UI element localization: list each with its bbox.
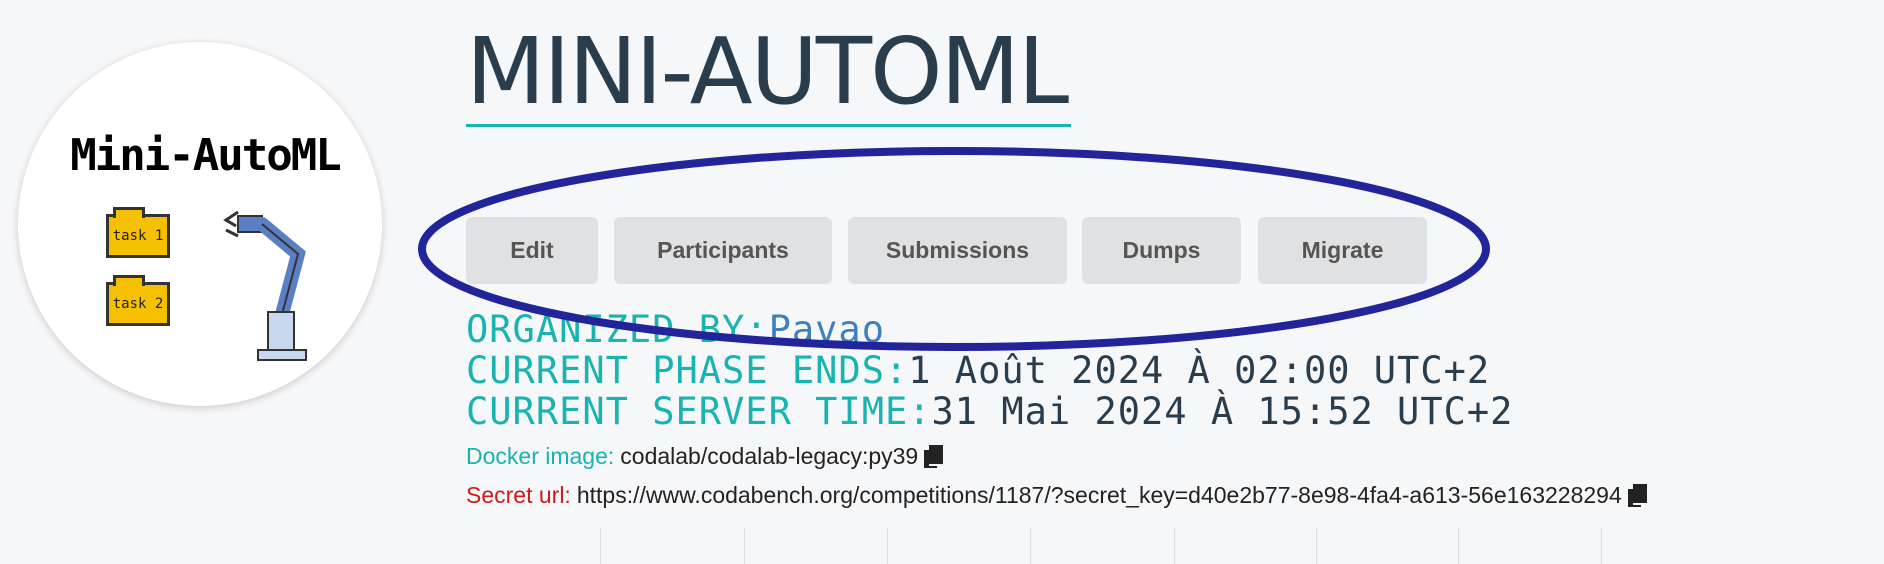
secret-url-label: Secret url: [466, 482, 571, 508]
competition-logo: Mini-AutoML task 1 task 2 [18, 42, 382, 406]
divider [1030, 528, 1031, 564]
organizer-link[interactable]: Pavao [768, 308, 885, 351]
docker-image-label: Docker image: [466, 443, 615, 469]
divider [1601, 528, 1602, 564]
server-time-value: 31 Mai 2024 À 15:52 UTC+2 [931, 390, 1514, 433]
docker-image-row: Docker image: codalab/codalab-legacy:py3… [466, 443, 946, 470]
docker-image-value: codalab/codalab-legacy:py39 [620, 443, 919, 469]
migrate-button[interactable]: Migrate [1258, 217, 1427, 284]
phase-end-label: CURRENT PHASE ENDS: [466, 349, 909, 392]
copy-icon[interactable] [924, 444, 946, 469]
organized-by-row: ORGANIZED BY:Pavao [466, 308, 885, 351]
folder-icon: task 1 [106, 207, 170, 258]
secret-url-value: https://www.codabench.org/competitions/1… [576, 482, 1622, 508]
server-time-row: CURRENT SERVER TIME:31 Mai 2024 À 15:52 … [466, 390, 1513, 433]
robot-arm-icon [223, 210, 307, 361]
phase-end-value: 1 Août 2024 À 02:00 UTC+2 [908, 349, 1491, 392]
divider [1174, 528, 1175, 564]
organized-by-label: ORGANIZED BY: [466, 308, 769, 351]
edit-button[interactable]: Edit [466, 217, 598, 284]
divider [744, 528, 745, 564]
participants-button[interactable]: Participants [614, 217, 832, 284]
phase-end-row: CURRENT PHASE ENDS:1 Août 2024 À 02:00 U… [466, 349, 1490, 392]
logo-text: Mini-AutoML [70, 130, 341, 181]
folder-icon: task 2 [106, 275, 170, 326]
divider [600, 528, 601, 564]
divider [1458, 528, 1459, 564]
server-time-label: CURRENT SERVER TIME: [466, 390, 932, 433]
submissions-button[interactable]: Submissions [848, 217, 1067, 284]
divider [887, 528, 888, 564]
page-title[interactable]: MINI-AUTOML [466, 20, 1072, 127]
divider [1316, 528, 1317, 564]
copy-icon[interactable] [1627, 483, 1649, 508]
dumps-button[interactable]: Dumps [1082, 217, 1241, 284]
secret-url-row: Secret url: https://www.codabench.org/co… [466, 482, 1649, 509]
